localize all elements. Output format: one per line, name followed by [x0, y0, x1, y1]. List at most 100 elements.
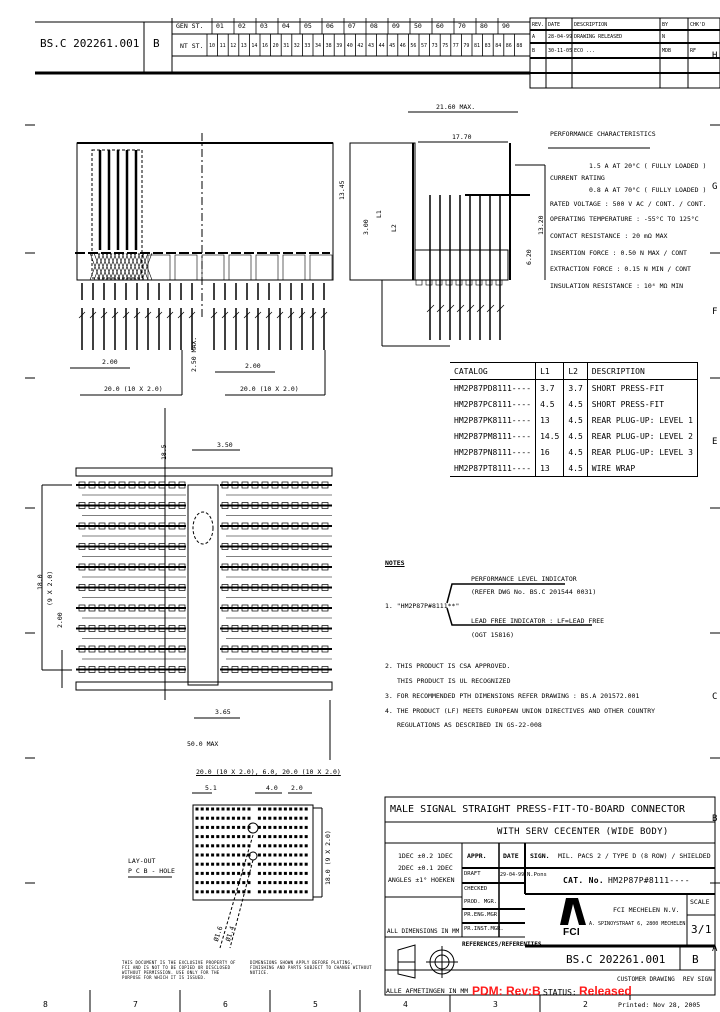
catalog-cell: L1	[535, 362, 564, 380]
revision-cell: 28-04-99	[548, 34, 573, 40]
revision-header: REV.	[532, 22, 545, 28]
revision-header: BY	[662, 22, 669, 28]
pdm-printed: Printed: Nov 28, 2005	[618, 1001, 701, 1009]
performance-line: 0.8 A AT 70°C ( FULLY LOADED )	[589, 186, 707, 194]
catalog-cell: 4.5	[563, 460, 588, 477]
scale-label: SCALE	[690, 898, 710, 906]
gen-st-column: 01	[216, 22, 224, 30]
sign-label: SIGN.	[530, 852, 550, 860]
rev-sign: REV SIGN	[683, 976, 712, 983]
approval-row-label: CHECKED	[464, 886, 488, 892]
nt-st-cell: 16	[262, 43, 269, 49]
revision-letter: B	[153, 37, 160, 50]
catalog-cell: 4.5	[563, 428, 588, 444]
layout-label-2: P C B - HOLE	[128, 867, 175, 875]
pdm-revision: PDM: Rev:B	[472, 984, 541, 998]
cat-no-label: CAT. No.	[563, 876, 604, 885]
nt-st-cell: 31	[283, 43, 290, 49]
gen-st-label: GEN ST.	[176, 22, 204, 30]
nt-st-cell: 11	[219, 43, 226, 49]
border-column-number: 8	[43, 1000, 49, 1009]
border-row-letter: C	[712, 692, 718, 702]
nt-st-cell: 34	[315, 43, 322, 49]
dim-pcb-20: 2.0	[291, 784, 303, 792]
nt-st-cell: 14	[251, 43, 258, 49]
dim-l2: L2	[390, 224, 398, 232]
catalog-cell: DESCRIPTION	[586, 362, 698, 380]
notes-title: NOTES	[385, 559, 405, 567]
dim-pitch-left: 2.00	[102, 358, 118, 366]
nt-st-cell: 46	[399, 43, 406, 49]
scale-value: 3/1	[691, 923, 712, 936]
performance-line: INSULATION RESISTANCE : 10⁴ MΩ MIN	[550, 282, 684, 290]
performance-line: CURRENT RATING	[550, 174, 605, 182]
performance-line: 1.5 A AT 20°C ( FULLY LOADED )	[589, 162, 707, 170]
nt-st-cell: 56	[410, 43, 417, 49]
catalog-cell: SHORT PRESS-FIT	[586, 379, 698, 396]
note-1-lead-ref: (OGT 15816)	[471, 631, 515, 639]
revision-cell: DRAWING RELEASED	[574, 34, 623, 40]
border-column-number: 6	[223, 1000, 229, 1009]
border-row-letter: E	[712, 437, 718, 447]
gen-st-column: 02	[238, 22, 246, 30]
pdm-status-label: STATUS:	[543, 988, 577, 997]
dim-pcb-51: 5.1	[205, 784, 217, 792]
approval-row-label: PR.INST.MGR.	[464, 926, 504, 932]
revision-cell: ECO ...	[574, 48, 596, 54]
performance-line: CONTACT RESISTANCE : 20 mΩ MAX	[550, 232, 668, 240]
revision-cell: 30-11-05	[548, 48, 573, 54]
border-row-letter: F	[712, 307, 718, 317]
nt-st-cell: 10	[209, 43, 216, 49]
gen-st-column: 03	[260, 22, 268, 30]
performance-line: RATED VOLTAGE : 500 V AC / CONT. / CONT.	[550, 200, 707, 208]
dim-1320: 13.20	[537, 215, 545, 235]
border-column-number: 4	[403, 1000, 409, 1009]
performance-title: PERFORMANCE CHARACTERISTICS	[550, 130, 656, 138]
dim-height-180-sub: (9 X 2.0)	[46, 570, 54, 606]
dim-250-max: 2.50 MAX.	[190, 336, 198, 372]
catalog-cell: L2	[563, 362, 588, 380]
title-line-2: WITH SERV CECENTER (WIDE BODY)	[497, 827, 669, 837]
tolerance-1: 1DEC ±0.2 1DEC	[398, 852, 453, 860]
disclaimer-property: THIS DOCUMENT IS THE EXCLUSIVE PROPERTY …	[122, 960, 236, 980]
catalog-cell: 4.5	[563, 412, 588, 428]
dim-side-inner: 17.70	[452, 133, 472, 141]
nt-st-cell: 32	[293, 43, 300, 49]
revision-cell: MDB	[662, 48, 672, 54]
gen-st-column: 60	[436, 22, 444, 30]
catalog-cell: 3.7	[535, 379, 564, 396]
dim-185: 18.5	[160, 444, 168, 460]
note-1-perf: PERFORMANCE LEVEL INDICATOR	[471, 575, 577, 583]
nt-st-cell: 57	[421, 43, 428, 49]
customer-drawing: CUSTOMER DRAWING	[617, 976, 675, 983]
revision-cell: B	[532, 48, 536, 54]
note-4a: 4. THE PRODUCT (LF) MEETS EUROPEAN UNION…	[385, 707, 656, 715]
nt-st-cell: 81	[474, 43, 481, 49]
note-4b: REGULATIONS AS DESCRIBED IN GS-22-008	[397, 721, 542, 729]
dim-350: 3.50	[217, 441, 233, 449]
border-row-letter: G	[712, 182, 718, 192]
note-2a: 2. THIS PRODUCT IS CSA APPROVED.	[385, 662, 511, 670]
nt-st-cell: 88	[516, 43, 523, 49]
dim-row-pitch: 2.00	[56, 612, 64, 628]
nt-st-cell: 45	[389, 43, 396, 49]
catalog-cell: 14.5	[535, 428, 564, 444]
performance-line: INSERTION FORCE : 0.50 N MAX / CONT	[550, 249, 687, 257]
note-1-perf-ref: (REFER DWG No. BS.C 201544 0031)	[471, 588, 597, 596]
gen-st-column: 06	[326, 22, 334, 30]
pdm-status: Released	[579, 984, 632, 998]
gen-st-column: 09	[392, 22, 400, 30]
revision-cell: N	[662, 34, 666, 40]
dim-height-180: 18.0	[36, 574, 44, 590]
revision-header: CHK'D	[690, 22, 706, 28]
dim-span-right: 20.0 (10 X 2.0)	[240, 385, 299, 393]
border-column-number: 7	[133, 1000, 139, 1009]
note-1-lead: LEAD FREE INDICATOR : LF=LEAD FREE	[471, 617, 605, 625]
